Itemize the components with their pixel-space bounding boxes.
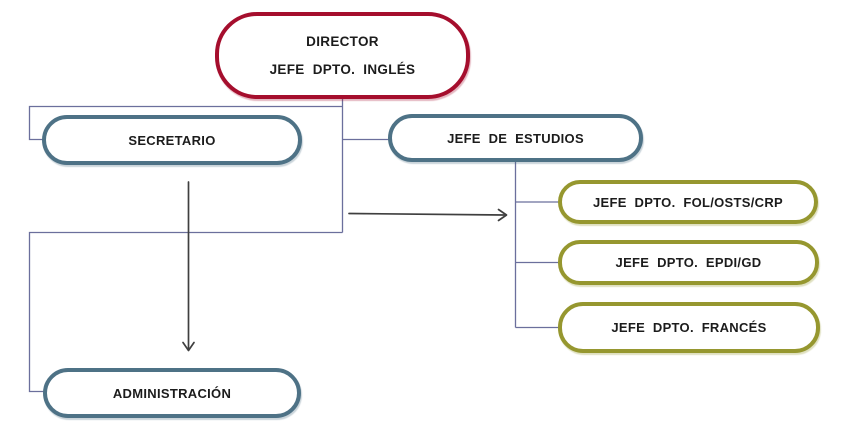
arrow-down-head [182,341,195,352]
director-subtitle: JEFE DPTO. INGLÉS [269,62,416,77]
node-jefe-de-estudios: JEFE DE ESTUDIOS [388,114,643,162]
node-dpto-frances: JEFE DPTO. FRANCÉS [558,302,820,353]
secretario-label: SECRETARIO [128,132,216,148]
node-dpto-fol: JEFE DPTO. FOL/OSTS/CRP [558,180,818,224]
dpto-frances-label: JEFE DPTO. FRANCÉS [611,320,767,335]
dpto-epdi-label: JEFE DPTO. EPDI/GD [615,255,762,270]
administracion-label: ADMINISTRACIÓN [112,385,232,401]
jefe-de-estudios-label: JEFE DE ESTUDIOS [447,130,584,146]
connector-director-to-secretario [28,105,343,141]
connector-director-to-administracion [28,231,343,393]
dpto-fol-label: JEFE DPTO. FOL/OSTS/CRP [592,194,783,210]
node-secretario: SECRETARIO [42,115,302,165]
node-director: DIRECTOR JEFE DPTO. INGLÉS [215,12,470,99]
director-title: DIRECTOR [306,34,379,49]
node-administracion: ADMINISTRACIÓN [43,368,301,418]
arrow-right-head [497,208,508,222]
arrow-to-departments [348,212,505,216]
node-dpto-epdi: JEFE DPTO. EPDI/GD [558,240,819,285]
